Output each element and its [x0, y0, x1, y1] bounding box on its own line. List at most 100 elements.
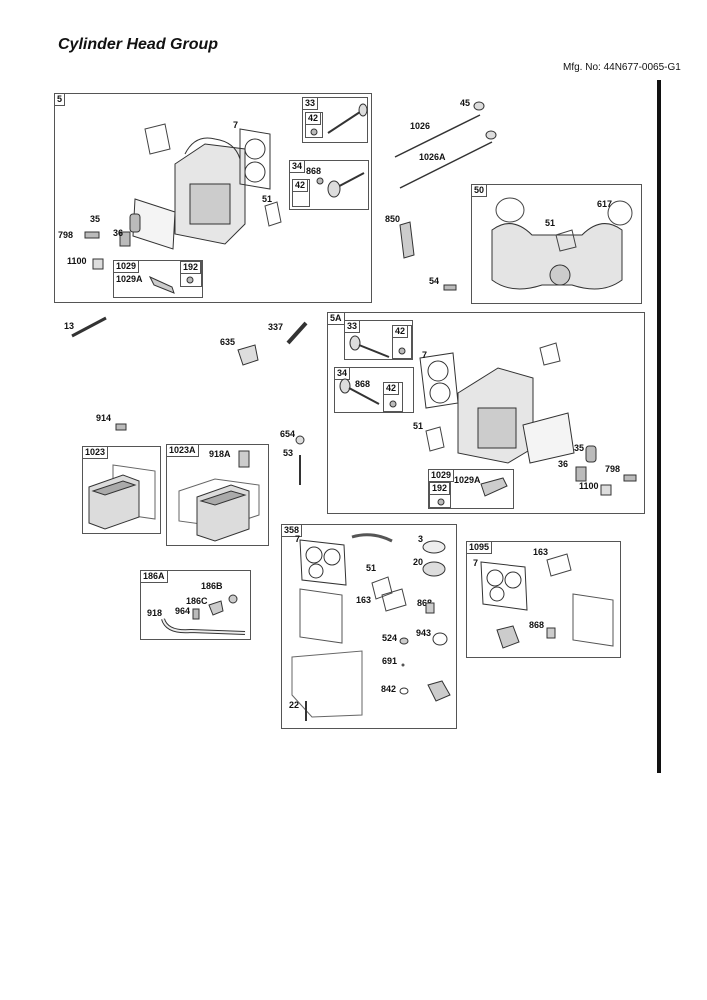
part-label: 3 — [418, 534, 424, 544]
box-5A-sub-1029[interactable]: 1029 1029A 192 — [428, 469, 514, 509]
box-5A-label: 5A — [328, 313, 345, 325]
cylinder-head-drawing — [84, 123, 282, 270]
sub-label: 42 — [393, 326, 409, 338]
part-label: 35 — [90, 214, 101, 224]
sub-192[interactable]: 192 — [429, 482, 451, 508]
part-label: 1100 — [67, 256, 87, 266]
box-1023A-label: 1023A — [167, 445, 199, 457]
box-1023-label: 1023 — [83, 447, 109, 459]
part-label: 186B — [201, 581, 223, 591]
part-label: 1026 — [410, 121, 431, 131]
valve-drawing — [349, 335, 406, 358]
part-label: 186C — [186, 596, 208, 606]
part-label: 1029A — [116, 274, 143, 284]
part-label: 35 — [574, 443, 585, 453]
rocker-arm-drawing — [148, 275, 194, 294]
sub-label: 34 — [290, 161, 306, 173]
manifold-drawing — [491, 197, 633, 290]
sub-42[interactable]: 42 — [392, 325, 412, 359]
page-edge-bar — [657, 80, 661, 773]
box-1023[interactable]: 1023 — [82, 446, 161, 534]
valve-drawing — [316, 172, 365, 198]
part-label: 7 — [233, 120, 239, 130]
part-label: 13 — [64, 321, 75, 331]
sub-label: 42 — [293, 180, 309, 192]
part-label: 918 — [147, 608, 163, 618]
sub-label: 33 — [303, 98, 319, 110]
box-186A[interactable]: 186A 186B 186C 918 964 — [140, 570, 251, 640]
part-label: 964 — [175, 606, 191, 616]
part-label: 337 — [268, 322, 284, 332]
part-label: 7 — [295, 534, 301, 544]
part-label: 918A — [209, 449, 231, 459]
gasket-set-drawing — [480, 553, 614, 649]
part-label: 163 — [356, 595, 372, 605]
part-label: 868 — [355, 379, 371, 389]
part-label: 36 — [558, 459, 569, 469]
part-label: 51 — [366, 563, 377, 573]
box-1023A[interactable]: 1023A 918A — [166, 444, 269, 546]
part-label: 54 — [429, 276, 440, 286]
part-label: 635 — [220, 337, 236, 347]
valve-drawing — [339, 378, 397, 408]
part-label: 7 — [473, 558, 479, 568]
sub-label: 192 — [181, 262, 202, 274]
part-label: 943 — [416, 628, 432, 638]
gasket-set-drawing — [291, 533, 451, 721]
part-label: 36 — [113, 228, 124, 238]
rocker-arm-drawing — [437, 477, 508, 506]
sub-42[interactable]: 42 — [292, 179, 310, 207]
box-5-label: 5 — [55, 94, 66, 106]
part-label: 51 — [413, 421, 424, 431]
box-5A[interactable]: 5A 7 51 35 36 798 1100 33 42 34 868 42 — [327, 312, 645, 514]
box-358[interactable]: 358 7 3 20 51 163 868 524 943 691 842 22 — [281, 524, 457, 729]
sub-label: 42 — [384, 383, 400, 395]
box-5-sub-33[interactable]: 33 42 — [302, 97, 368, 143]
sub-192[interactable]: 192 — [180, 261, 202, 287]
part-label: 798 — [605, 464, 621, 474]
box-358-label: 358 — [282, 525, 303, 537]
part-label: 53 — [283, 448, 294, 458]
box-1095[interactable]: 1095 163 7 868 — [466, 541, 621, 658]
mfg-number: Mfg. No: 44N677-0065-G1 — [563, 62, 681, 73]
sub-label: 1029 — [114, 261, 140, 273]
part-label: 617 — [597, 199, 613, 209]
part-label: 1100 — [579, 481, 599, 491]
cylinder-head-drawing — [419, 342, 637, 496]
part-label: 850 — [385, 214, 401, 224]
valve-cover-drawing — [88, 464, 156, 530]
sub-label: 1029 — [429, 470, 455, 482]
part-label: 842 — [381, 684, 397, 694]
sub-42[interactable]: 42 — [305, 112, 323, 138]
box-5[interactable]: 5 7 51 35 798 36 1100 33 42 34 868 4 — [54, 93, 372, 303]
box-5A-sub-34[interactable]: 34 868 42 — [334, 367, 414, 413]
part-label: 20 — [413, 557, 424, 567]
box-5A-sub-33[interactable]: 33 42 — [344, 320, 413, 360]
sub-label: 42 — [306, 113, 322, 125]
sub-42[interactable]: 42 — [383, 382, 403, 412]
part-label: 798 — [58, 230, 74, 240]
part-label: 868 — [306, 166, 322, 176]
part-label: 1029A — [454, 475, 481, 485]
sub-label: 192 — [430, 483, 451, 495]
part-label: 45 — [460, 98, 471, 108]
breather-hose-drawing — [161, 594, 246, 635]
part-label: 22 — [289, 700, 300, 710]
box-5-sub-34[interactable]: 34 868 42 — [289, 160, 369, 210]
part-label: 691 — [382, 656, 398, 666]
box-50[interactable]: 50 51 617 — [471, 184, 642, 304]
part-label: 163 — [533, 547, 549, 557]
part-label: 654 — [280, 429, 296, 439]
part-label: 51 — [545, 218, 556, 228]
valve-cover-drawing — [178, 450, 260, 542]
page-title: Cylinder Head Group — [58, 36, 219, 53]
box-50-label: 50 — [472, 185, 488, 197]
part-label: 51 — [262, 194, 273, 204]
box-1095-label: 1095 — [467, 542, 493, 554]
box-5-sub-1029[interactable]: 1029 1029A 192 — [113, 260, 203, 298]
box-186A-label: 186A — [141, 571, 168, 583]
valve-drawing — [310, 103, 368, 136]
sub-label: 33 — [345, 321, 361, 333]
part-label: 868 — [529, 620, 545, 630]
part-label: 868 — [417, 598, 433, 608]
